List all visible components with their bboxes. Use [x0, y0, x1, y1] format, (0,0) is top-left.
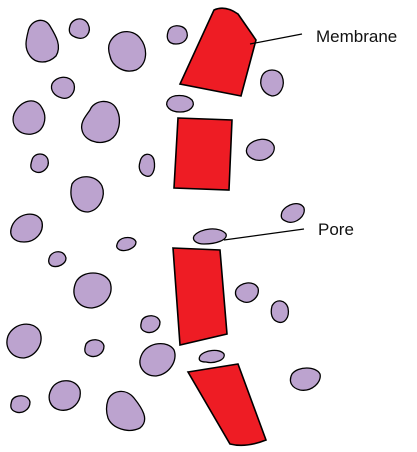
particle [71, 177, 103, 212]
particle [82, 101, 120, 142]
particle [26, 20, 58, 62]
particle [69, 19, 89, 38]
particle [49, 381, 80, 411]
particle [199, 350, 224, 362]
particle [140, 344, 175, 376]
particle [109, 32, 146, 71]
particle [261, 70, 284, 96]
particle [271, 301, 288, 322]
particle [13, 101, 45, 134]
particle [74, 273, 111, 308]
particle [246, 139, 274, 160]
membrane-segment [174, 118, 232, 190]
particle [85, 340, 104, 357]
pore-label: Pore [318, 220, 354, 239]
membrane [173, 8, 266, 445]
membrane-segment [180, 8, 256, 96]
membrane-segment [188, 364, 266, 445]
particle [31, 154, 49, 172]
particle [11, 396, 30, 413]
particle [7, 324, 41, 358]
particle [281, 204, 304, 223]
particle [49, 252, 66, 267]
particle [141, 316, 160, 333]
particle [117, 238, 136, 251]
membrane-segment [173, 248, 227, 345]
particle [11, 214, 43, 242]
particle [139, 154, 154, 176]
particle [193, 229, 226, 244]
particle [290, 368, 320, 390]
pore-leader-line [224, 229, 304, 240]
particle [107, 391, 145, 430]
particle [51, 77, 74, 98]
membrane-label: Membrane [316, 27, 397, 46]
particles [7, 19, 320, 430]
membrane-leader-line [250, 34, 302, 44]
particle [167, 26, 187, 44]
particle [167, 96, 194, 113]
particle [235, 283, 258, 302]
